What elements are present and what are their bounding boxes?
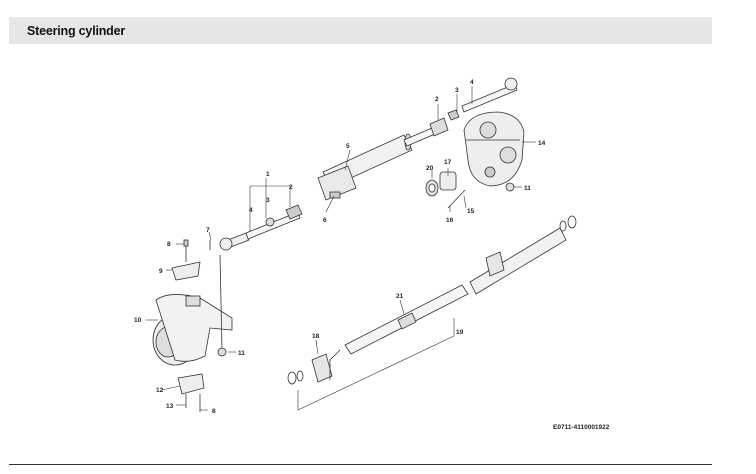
callout-16: 16 [446, 217, 454, 224]
callout-21: 21 [396, 293, 404, 300]
callout-18: 18 [312, 333, 320, 340]
cylinder-assembly-lower [287, 215, 577, 385]
cylinder-tube-part-5 [317, 133, 413, 201]
rod-end-left [219, 204, 303, 251]
callout-11-left: 11 [238, 350, 245, 357]
steering-knuckle-left [152, 294, 233, 366]
section-title: Steering cylinder [27, 24, 126, 38]
figure-code: E0711-4110001922 [553, 424, 610, 431]
callout-2-right: 2 [435, 96, 439, 103]
callout-13: 13 [166, 403, 174, 410]
callout-8-top: 8 [167, 241, 171, 248]
callout-3-right: 3 [455, 87, 459, 94]
callout-4-right: 4 [470, 79, 474, 86]
leader-lines [146, 86, 536, 411]
callout-15: 15 [467, 208, 475, 215]
bottom-divider [9, 464, 712, 465]
bracket-12 [177, 373, 205, 412]
bracket-9 [171, 239, 201, 281]
bushing-17-20 [425, 171, 515, 209]
callout-17: 17 [444, 159, 452, 166]
callout-5: 5 [346, 143, 350, 150]
callout-20: 20 [426, 165, 434, 172]
callout-14: 14 [538, 140, 546, 147]
piston-rod-upper [403, 77, 518, 147]
callout-2-left: 2 [289, 184, 293, 191]
callout-12: 12 [156, 387, 164, 394]
callout-4-left: 4 [249, 207, 253, 214]
callout-11-right: 11 [524, 185, 531, 192]
callout-10: 10 [134, 317, 142, 324]
callout-1: 1 [266, 171, 270, 178]
callout-3-left: 3 [266, 197, 270, 204]
callout-7: 7 [206, 227, 210, 234]
callout-6: 6 [323, 217, 327, 224]
callout-labels: 1 2 3 4 2 3 4 5 6 7 8 9 10 11 12 13 8 14… [134, 79, 610, 431]
callout-8-bottom: 8 [212, 408, 216, 415]
link-pin-7 [209, 240, 227, 357]
steering-knuckle-right [463, 111, 525, 187]
section-header: Steering cylinder [9, 17, 712, 44]
callout-19: 19 [456, 329, 464, 336]
callout-9: 9 [159, 268, 163, 275]
